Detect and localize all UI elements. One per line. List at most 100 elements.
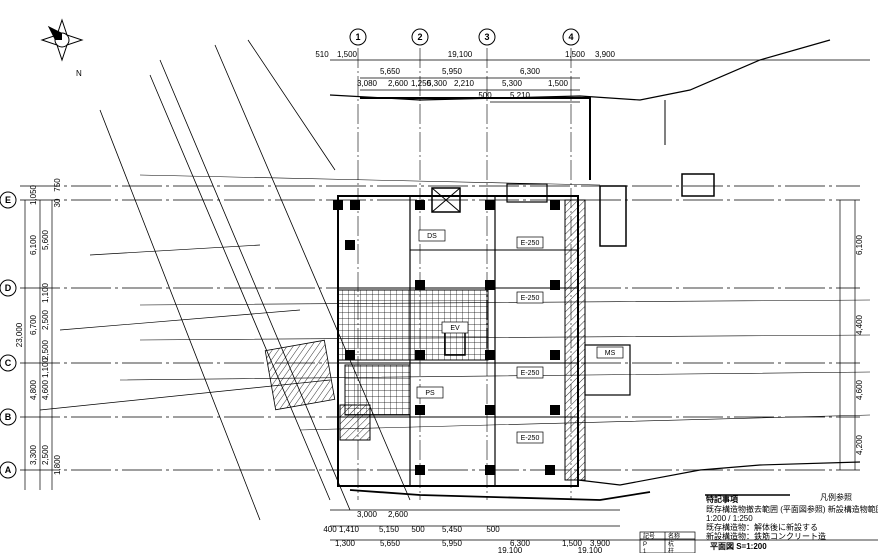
- structural-column: [333, 200, 343, 210]
- north-arrow-icon: N: [40, 18, 84, 78]
- top-dim-overall: 19,100: [448, 50, 473, 59]
- drawing-title: 平面図 S=1:200: [710, 542, 767, 551]
- top-dim: 2,600: [388, 79, 409, 88]
- structural-column: [485, 350, 495, 360]
- grid-label: C: [5, 358, 12, 368]
- table-cell: P: [643, 542, 647, 548]
- structural-column: [415, 350, 425, 360]
- grid-label: 2: [417, 32, 422, 42]
- grid-bubble: [0, 354, 17, 372]
- left-dim: 1,100: [41, 282, 50, 303]
- room-tag: [596, 346, 624, 359]
- left-dim: 4,600: [41, 379, 50, 400]
- grid-label: D: [5, 283, 12, 293]
- room-label: PS: [425, 390, 435, 397]
- bottom-dim: 5,450: [442, 525, 463, 534]
- room-label: DS: [427, 233, 437, 240]
- bottom-dim: 2,600: [388, 510, 409, 519]
- structural-column: [485, 200, 495, 210]
- structural-column: [550, 350, 560, 360]
- grid-bubble: [349, 28, 367, 46]
- grid-label: E: [5, 195, 11, 205]
- grid-label: 3: [484, 32, 489, 42]
- right-dim: 6,100: [855, 234, 864, 255]
- left-dim: 4,800: [29, 379, 38, 400]
- room-label: MS: [605, 350, 616, 357]
- structural-column: [345, 240, 355, 250]
- structural-column: [345, 350, 355, 360]
- structural-column: [485, 405, 495, 415]
- note-3: 既存構造物：解体後に新設する: [706, 522, 818, 532]
- grid-label: 4: [568, 32, 573, 42]
- left-dim: 1,800: [53, 454, 62, 475]
- room-tag: [516, 236, 544, 249]
- left-dim: 2,500: [41, 309, 50, 330]
- grid-label: A: [5, 465, 12, 475]
- left-dim: 2,500: [41, 444, 50, 465]
- room-tag: [416, 386, 444, 399]
- structural-column: [485, 465, 495, 475]
- top-dim: 5,300: [502, 79, 523, 88]
- room-tag: [441, 321, 469, 334]
- grid-bubble: [411, 28, 429, 46]
- bottom-dim: 1,410: [339, 525, 360, 534]
- top-dim: 1,500: [565, 50, 586, 59]
- structural-column: [485, 280, 495, 290]
- top-dim: 5,300: [427, 79, 448, 88]
- top-dim: 3,900: [595, 50, 616, 59]
- room-label: E-250: [521, 370, 540, 377]
- room-tag: [516, 431, 544, 444]
- top-dim: 1,500: [337, 50, 358, 59]
- room-tag: [516, 291, 544, 304]
- top-dim: 510: [315, 50, 329, 59]
- structural-column: [415, 405, 425, 415]
- structural-column: [550, 200, 560, 210]
- grid-bubble: [562, 28, 580, 46]
- grid-bubble: [0, 279, 17, 297]
- top-dim: 2,210: [454, 79, 475, 88]
- left-dim-overall: 23,000: [15, 322, 24, 347]
- table-cell: 杭: [668, 540, 674, 548]
- legend-table: [639, 531, 696, 553]
- bottom-dim: 5,950: [442, 539, 463, 548]
- structural-column: [350, 200, 360, 210]
- right-dim: 4,400: [855, 314, 864, 335]
- table-header-1: 記号: [643, 532, 655, 540]
- top-dim: 5,650: [380, 67, 401, 76]
- top-dim: 5,950: [442, 67, 463, 76]
- bottom-dim: 400: [323, 525, 337, 534]
- room-label: E-250: [521, 240, 540, 247]
- bottom-dim: 3,900: [590, 539, 611, 548]
- grid-bubble: [0, 191, 17, 209]
- notes-block: 特記事項 既存構造物撤去範囲 (平面図参照) 新設構造物範囲 1:200 / 1…: [706, 492, 878, 551]
- bottom-dim: 500: [486, 525, 500, 534]
- notes-title: 特記事項: [706, 494, 739, 504]
- left-dim: 1,100: [41, 357, 50, 378]
- grid-bubble: [0, 461, 17, 479]
- bottom-dim: 19,100: [578, 546, 603, 553]
- top-dim: 6,300: [520, 67, 541, 76]
- structural-column: [550, 280, 560, 290]
- left-dim: 6,100: [29, 234, 38, 255]
- table-header-2: 名称: [668, 532, 680, 540]
- bottom-dim: 5,650: [380, 539, 401, 548]
- table-cell: 1: [643, 549, 647, 553]
- bottom-dim: 500: [411, 525, 425, 534]
- bottom-dim-overall: 19,100: [498, 546, 523, 553]
- room-label: E-250: [521, 435, 540, 442]
- left-dim: 5,600: [41, 229, 50, 250]
- left-dim: 2,500: [41, 339, 50, 360]
- top-dim: 500: [478, 91, 492, 100]
- right-dim: 4,200: [855, 434, 864, 455]
- left-dim: 30: [53, 198, 62, 207]
- structural-column: [550, 405, 560, 415]
- bottom-dim: 3,000: [357, 510, 378, 519]
- room-tag: [516, 366, 544, 379]
- note-4: 新設構造物：鉄筋コンクリート造: [706, 531, 826, 541]
- note-1: 既存構造物撤去範囲 (平面図参照) 新設構造物範囲: [706, 504, 878, 514]
- left-dim: 1,050: [29, 184, 38, 205]
- grid-label: 1: [355, 32, 360, 42]
- top-dim: 1,250: [411, 79, 432, 88]
- bottom-dim: 6,300: [510, 539, 531, 548]
- room-label: E-250: [521, 295, 540, 302]
